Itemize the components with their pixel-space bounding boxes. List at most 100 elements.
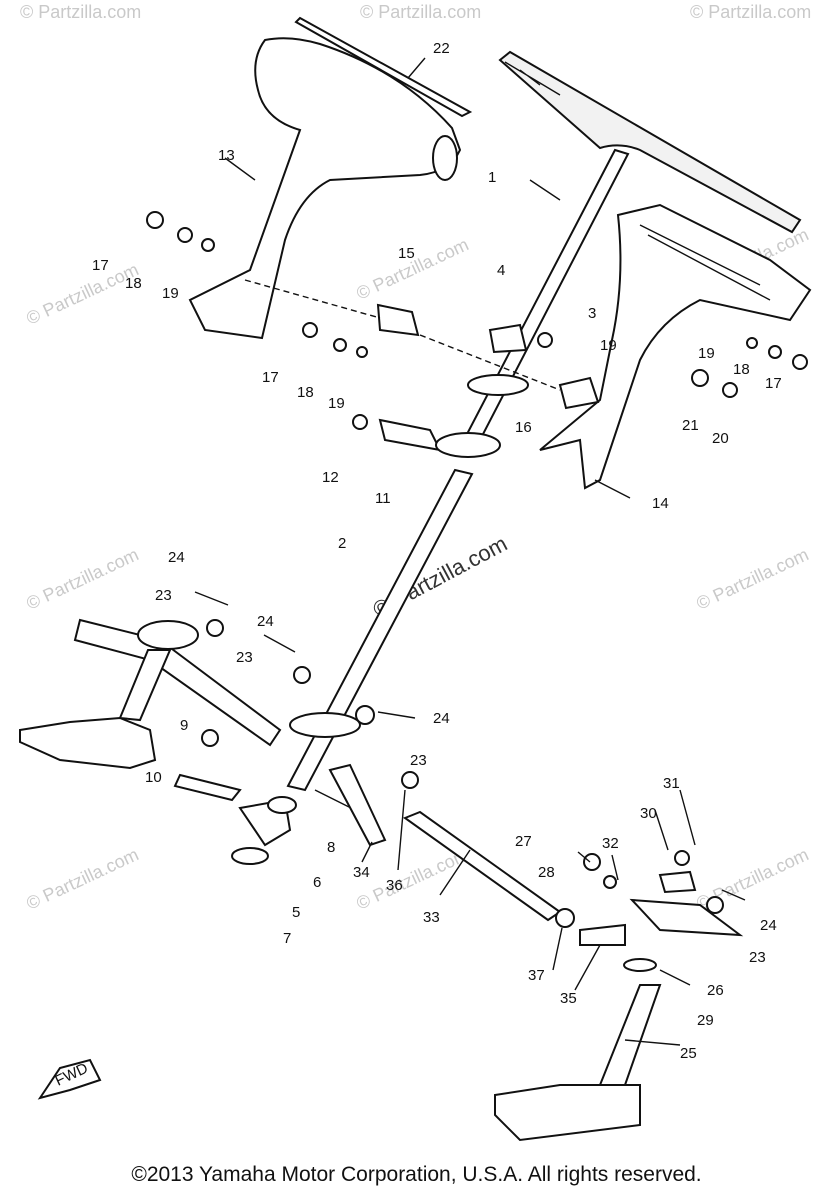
part-label: 36	[386, 877, 403, 894]
spindle-right-shaft	[598, 984, 662, 1086]
handlebar-grip-marks	[504, 61, 561, 96]
bolt-12-shape	[352, 414, 368, 430]
part-label: 30	[640, 805, 657, 822]
nut-23a-shape	[206, 619, 224, 637]
left-cover-opening	[432, 135, 458, 181]
washer-7-shape	[231, 847, 269, 865]
part-label: 31	[663, 775, 680, 792]
bolt-20-shape	[722, 382, 738, 398]
trim-strip-shape	[294, 16, 473, 118]
part-label: 24	[168, 549, 185, 566]
part-label: 14	[652, 495, 669, 512]
part-label: 27	[515, 833, 532, 850]
part-label: 19	[162, 285, 179, 302]
watermark: © Partzilla.com	[693, 544, 811, 613]
part-label: 9	[180, 717, 188, 734]
clamp-15-shape	[376, 303, 420, 337]
part-label: 37	[528, 967, 545, 984]
left-cover-shape	[188, 37, 462, 340]
plate-10-shape	[173, 773, 242, 802]
part-label: 35	[560, 990, 577, 1007]
watermark: © Partzilla.com	[23, 259, 141, 328]
bolt-17b-shape	[302, 322, 318, 338]
nut-37-shape	[555, 908, 575, 928]
bushing-6-shape	[267, 796, 297, 814]
collar-upper-shape	[435, 432, 501, 458]
part-label: 5	[292, 904, 300, 921]
handlebar-shape	[498, 50, 802, 234]
part-label: 18	[297, 384, 314, 401]
part-label: 22	[433, 40, 450, 57]
collar-lower-shape	[289, 712, 361, 738]
watermark: © Partzilla.com	[23, 544, 141, 613]
part-labels: 1 2 3 4 5 6 7 8 9 10 11 12 13 14 15 16 1…	[92, 40, 782, 1062]
part-label: 16	[515, 419, 532, 436]
washer-19c-shape	[746, 337, 758, 349]
bolt-17c-shape	[792, 354, 808, 370]
bolt-27-shape	[583, 853, 601, 871]
tie-rod-end-35-shape	[579, 923, 626, 946]
part-label: 23	[236, 649, 253, 666]
washer-18c-shape	[768, 345, 782, 359]
part-label: 34	[353, 864, 370, 881]
watermark: © Partzilla.com	[23, 844, 141, 913]
part-label: 6	[313, 874, 321, 891]
washer-21-shape	[691, 369, 709, 387]
bolt-9-shape	[201, 729, 219, 747]
nut-23c-shape	[355, 705, 375, 725]
part-label: 33	[423, 909, 440, 926]
part-label: 21	[682, 417, 699, 434]
part-label: 19	[328, 395, 345, 412]
washer-28-shape	[603, 875, 617, 889]
part-label: 2	[338, 535, 346, 552]
part-label: 24	[760, 917, 777, 934]
steering-exploded-diagram: © Partzilla.com © Partzilla.com © Partzi…	[19, 2, 812, 1142]
arm-26-shape	[629, 898, 744, 937]
plate-30-shape	[658, 870, 697, 894]
bolt-17a-shape	[146, 211, 164, 229]
leader-lines-upper	[224, 57, 631, 499]
part-label: 28	[538, 864, 555, 881]
watermark: © Partzilla.com	[20, 2, 141, 22]
part-label: 23	[155, 587, 172, 604]
part-label: 20	[712, 430, 729, 447]
watermark: © Partzilla.com	[353, 844, 471, 913]
part-label: 11	[375, 490, 391, 507]
part-label: 17	[92, 257, 109, 274]
pin-8-shape	[314, 789, 356, 811]
watermark: © Partzilla.com	[690, 2, 811, 22]
steering-arm-left-shape	[137, 620, 199, 650]
right-cover-ribs	[639, 224, 771, 301]
part-label: 19	[698, 345, 715, 362]
part-label: 10	[145, 769, 162, 786]
bolt-3-shape	[537, 332, 553, 348]
alignment-lines	[244, 279, 561, 391]
part-label: 23	[410, 752, 427, 769]
washers-29-shape	[623, 958, 657, 972]
part-label: 4	[497, 262, 505, 279]
nut-31-shape	[674, 850, 690, 866]
washer-19a-shape	[201, 238, 215, 252]
part-label: 24	[433, 710, 450, 727]
part-label: 13	[218, 147, 235, 164]
spindle-left-shaft	[118, 649, 172, 722]
fwd-arrow: FWD	[37, 1058, 102, 1100]
copyright-notice: ©2013 Yamaha Motor Corporation, U.S.A. A…	[131, 1163, 702, 1186]
lower-column-shape	[286, 468, 474, 792]
part-label: 19	[600, 337, 617, 354]
clamp-16-shape	[558, 376, 600, 410]
washer-18a-shape	[177, 227, 193, 243]
part-label: 25	[680, 1045, 697, 1062]
part-label: 17	[765, 375, 782, 392]
part-label: 8	[327, 839, 335, 856]
nut-23d-shape	[706, 896, 724, 914]
part-label: 17	[262, 369, 279, 386]
part-label: 32	[602, 835, 619, 852]
washer-18b-shape	[333, 338, 347, 352]
plate-4-shape	[488, 323, 528, 354]
part-label: 15	[398, 245, 415, 262]
part-label: 3	[588, 305, 596, 322]
watermark: © Partzilla.com	[360, 2, 481, 22]
nut-36-shape	[401, 771, 419, 789]
part-label: 26	[707, 982, 724, 999]
